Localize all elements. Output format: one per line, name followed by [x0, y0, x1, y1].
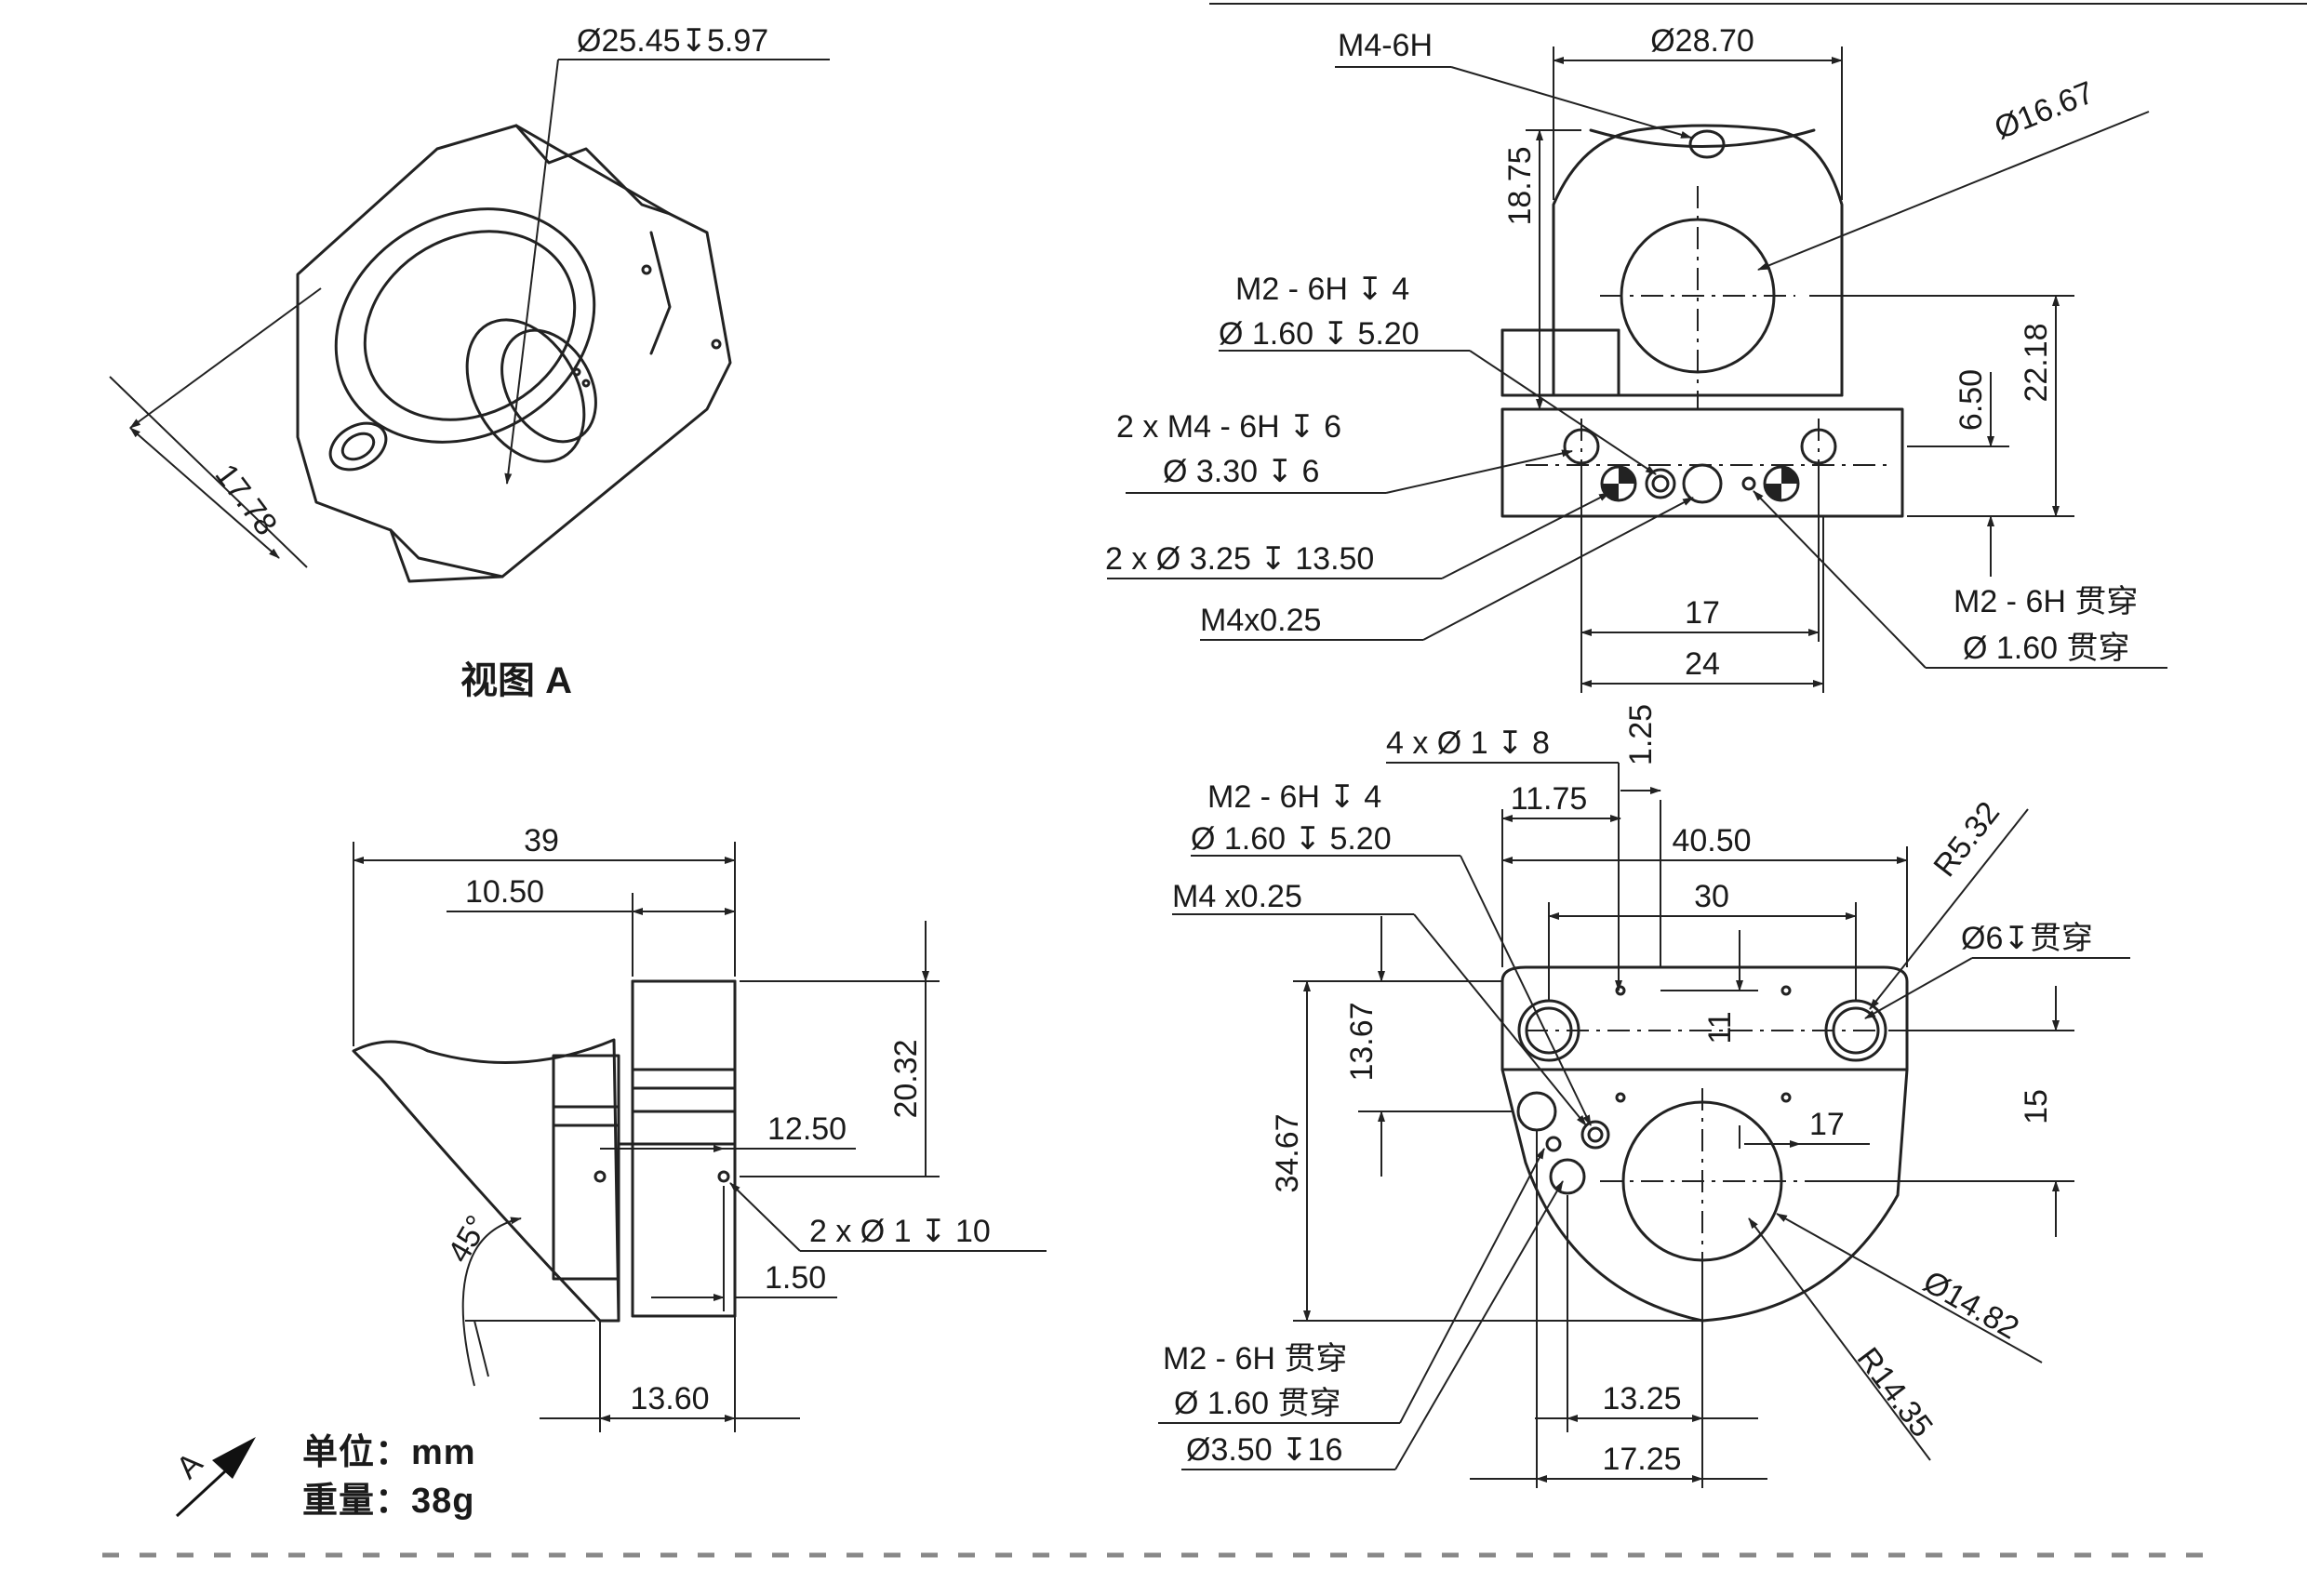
top-width-label: Ø28.70 [1650, 23, 1754, 59]
top-span-label: 24 [1685, 646, 1720, 682]
side-angle-label: 45° [441, 1209, 496, 1269]
front-through1-label: M2 - 6H 贯穿 [1163, 1341, 1347, 1377]
side-holes-label: 2 x Ø 1 ↧ 10 [809, 1214, 991, 1249]
top-tapb1-label: 2 x M4 - 6H ↧ 6 [1116, 409, 1341, 445]
view-a-arrow-letter: A [169, 1445, 209, 1485]
front-15-label: 15 [2019, 1089, 2054, 1124]
top-tap-label: M4-6H [1338, 28, 1433, 63]
top-pin-label: 2 x Ø 3.25 ↧ 13.50 [1105, 541, 1374, 577]
front-30-label: 30 [1694, 879, 1729, 914]
weight-note: 重量：38g [302, 1482, 475, 1521]
front-17-label: 17 [1809, 1107, 1845, 1142]
side-wall-label: 1.50 [765, 1260, 826, 1296]
side-view: 39 10.50 20.32 12.50 2 x Ø 1 ↧ 10 1.50 1… [352, 823, 1047, 1432]
front-screw-label: M4 x0.25 [1172, 879, 1302, 914]
front-smallv-label: 1.25 [1623, 704, 1659, 765]
front-tap2-label: Ø 1.60 ↧ 5.20 [1191, 821, 1392, 857]
front-1325-label: 13.25 [1602, 1381, 1681, 1416]
front-1725-label: 17.25 [1602, 1442, 1681, 1477]
top-offsetv-label: 6.50 [1954, 369, 1989, 431]
side-offset-label: 10.50 [465, 874, 544, 910]
top-height-label: 18.75 [1502, 146, 1538, 225]
top-pitch-label: 17 [1685, 595, 1720, 631]
front-view: 4 x Ø 1 ↧ 8 1.25 M2 - 6H ↧ 4 Ø 1.60 ↧ 5.… [1158, 704, 2130, 1488]
top-bore-label: Ø16.67 [1990, 74, 2100, 146]
view-a-arrow-icon [175, 1437, 256, 1518]
front-through2-label: Ø 1.60 贯穿 [1174, 1386, 1341, 1421]
iso-bore-label: Ø25.45↧5.97 [577, 23, 768, 59]
side-height-label: 20.32 [888, 1039, 924, 1118]
top-tapa2-label: Ø 1.60 ↧ 5.20 [1219, 316, 1420, 352]
front-hole6-label: Ø6↧贯穿 [1961, 921, 2093, 956]
front-1175-label: 11.75 [1511, 781, 1588, 817]
front-cb-label: Ø3.50 ↧16 [1186, 1432, 1342, 1468]
side-base-label: 13.60 [630, 1381, 709, 1416]
top-tapa1-label: M2 - 6H ↧ 4 [1235, 272, 1409, 307]
top-screw-label: M4x0.25 [1200, 603, 1321, 638]
front-11-label: 11 [1702, 1011, 1738, 1044]
front-1367-label: 13.67 [1344, 1002, 1380, 1081]
isometric-view: Ø25.45↧5.97 17.78 [109, 23, 830, 583]
front-holes4-label: 4 x Ø 1 ↧ 8 [1386, 725, 1550, 761]
front-3467-label: 34.67 [1270, 1113, 1305, 1192]
front-1482-label: Ø14.82 [1917, 1264, 2025, 1347]
front-r532-label: R5.32 [1927, 795, 2007, 884]
side-holex-label: 12.50 [767, 1111, 847, 1147]
front-r1435-label: R14.35 [1850, 1341, 1940, 1443]
top-through1-label: M2 - 6H 贯穿 [1954, 584, 2138, 619]
top-totalh-label: 22.18 [2019, 323, 2054, 402]
top-tapb2-label: Ø 3.30 ↧ 6 [1163, 454, 1319, 489]
front-tap1-label: M2 - 6H ↧ 4 [1207, 779, 1381, 815]
top-through2-label: Ø 1.60 贯穿 [1963, 631, 2130, 666]
front-4050-label: 40.50 [1672, 823, 1751, 858]
unit-note: 单位：mm [302, 1433, 476, 1472]
view-a-label: 视图 A [460, 660, 572, 701]
side-width-label: 39 [524, 823, 559, 858]
top-view: M4-6H Ø28.70 Ø16.67 18.75 M2 - 6H ↧ 4 Ø … [1105, 3, 2307, 693]
